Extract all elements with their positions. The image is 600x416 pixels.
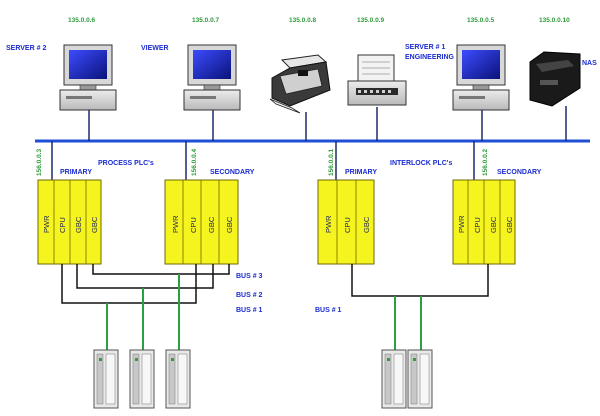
label-nas: NAS bbox=[582, 60, 597, 67]
label-server-2: SERVER # 2 bbox=[6, 45, 46, 52]
ip-plc-interlock-secondary: 156.0.0.2 bbox=[482, 149, 489, 176]
left-io-drops bbox=[106, 274, 180, 350]
label-viewer: VIEWER bbox=[141, 45, 169, 52]
label-server-1: SERVER # 1 bbox=[405, 44, 445, 51]
laser-printer bbox=[269, 54, 331, 114]
device-drops bbox=[88, 106, 567, 141]
module-pwr: PWR bbox=[324, 215, 333, 233]
module-pwr: PWR bbox=[42, 215, 51, 233]
io-rack bbox=[381, 349, 407, 409]
viewer-workstation bbox=[183, 44, 241, 111]
label-bus-1: BUS # 1 bbox=[236, 307, 263, 314]
ip-plc-process-primary: 156.0.0.3 bbox=[36, 149, 43, 176]
ip-viewer: 135.0.0.7 bbox=[192, 17, 219, 24]
ip-nas: 135.0.0.10 bbox=[539, 17, 570, 24]
right-io-drops bbox=[394, 296, 422, 350]
module-gbc: GBC bbox=[489, 216, 498, 233]
ip-server-2: 135.0.0.6 bbox=[68, 17, 95, 24]
server-2-workstation bbox=[59, 44, 117, 111]
server-1-workstation bbox=[452, 44, 510, 111]
label-right-bus-1: BUS # 1 bbox=[315, 307, 342, 314]
ip-laser-printer: 135.0.0.8 bbox=[289, 17, 316, 24]
nas-storage bbox=[529, 51, 581, 107]
plc-drops bbox=[51, 141, 475, 180]
label-engineering: ENGINEERING bbox=[405, 54, 455, 61]
plc-process-secondary: PWR CPU GBC GBC bbox=[164, 179, 239, 265]
dot-matrix-printer bbox=[347, 54, 407, 106]
module-cpu: CPU bbox=[343, 217, 352, 233]
module-cpu: CPU bbox=[473, 217, 482, 233]
label-secondary: SECONDARY bbox=[497, 169, 542, 176]
io-rack bbox=[407, 349, 433, 409]
label-secondary: SECONDARY bbox=[210, 169, 255, 176]
right-field-bus bbox=[351, 264, 489, 297]
module-gbc: GBC bbox=[90, 216, 99, 233]
label-primary: PRIMARY bbox=[60, 169, 92, 176]
plc-interlock-primary: PWR CPU GBC bbox=[317, 179, 375, 265]
module-pwr: PWR bbox=[171, 215, 180, 233]
label-process-plcs: PROCESS PLC's bbox=[98, 160, 154, 167]
label-bus-2: BUS # 2 bbox=[236, 292, 263, 299]
module-gbc: GBC bbox=[362, 216, 371, 233]
label-primary: PRIMARY bbox=[345, 169, 377, 176]
module-gbc: GBC bbox=[505, 216, 514, 233]
plc-process-primary: PWR CPU GBC GBC bbox=[37, 179, 102, 265]
io-rack bbox=[129, 349, 155, 409]
module-gbc: GBC bbox=[74, 216, 83, 233]
module-cpu: CPU bbox=[58, 217, 67, 233]
ip-plc-interlock-primary: 156.0.0.1 bbox=[328, 149, 335, 176]
io-rack bbox=[93, 349, 119, 409]
label-bus-3: BUS # 3 bbox=[236, 273, 263, 280]
plc-interlock-secondary: PWR CPU GBC GBC bbox=[452, 179, 516, 265]
left-field-buses bbox=[61, 264, 230, 304]
module-pwr: PWR bbox=[457, 215, 466, 233]
io-rack bbox=[165, 349, 191, 409]
ip-server-1: 135.0.0.5 bbox=[467, 17, 494, 24]
ip-plc-process-secondary: 156.0.0.4 bbox=[191, 149, 198, 176]
label-interlock-plcs: INTERLOCK PLC's bbox=[390, 160, 452, 167]
module-cpu: CPU bbox=[189, 217, 198, 233]
module-gbc: GBC bbox=[225, 216, 234, 233]
ip-dot-matrix-printer: 135.0.0.9 bbox=[357, 17, 384, 24]
module-gbc: GBC bbox=[207, 216, 216, 233]
